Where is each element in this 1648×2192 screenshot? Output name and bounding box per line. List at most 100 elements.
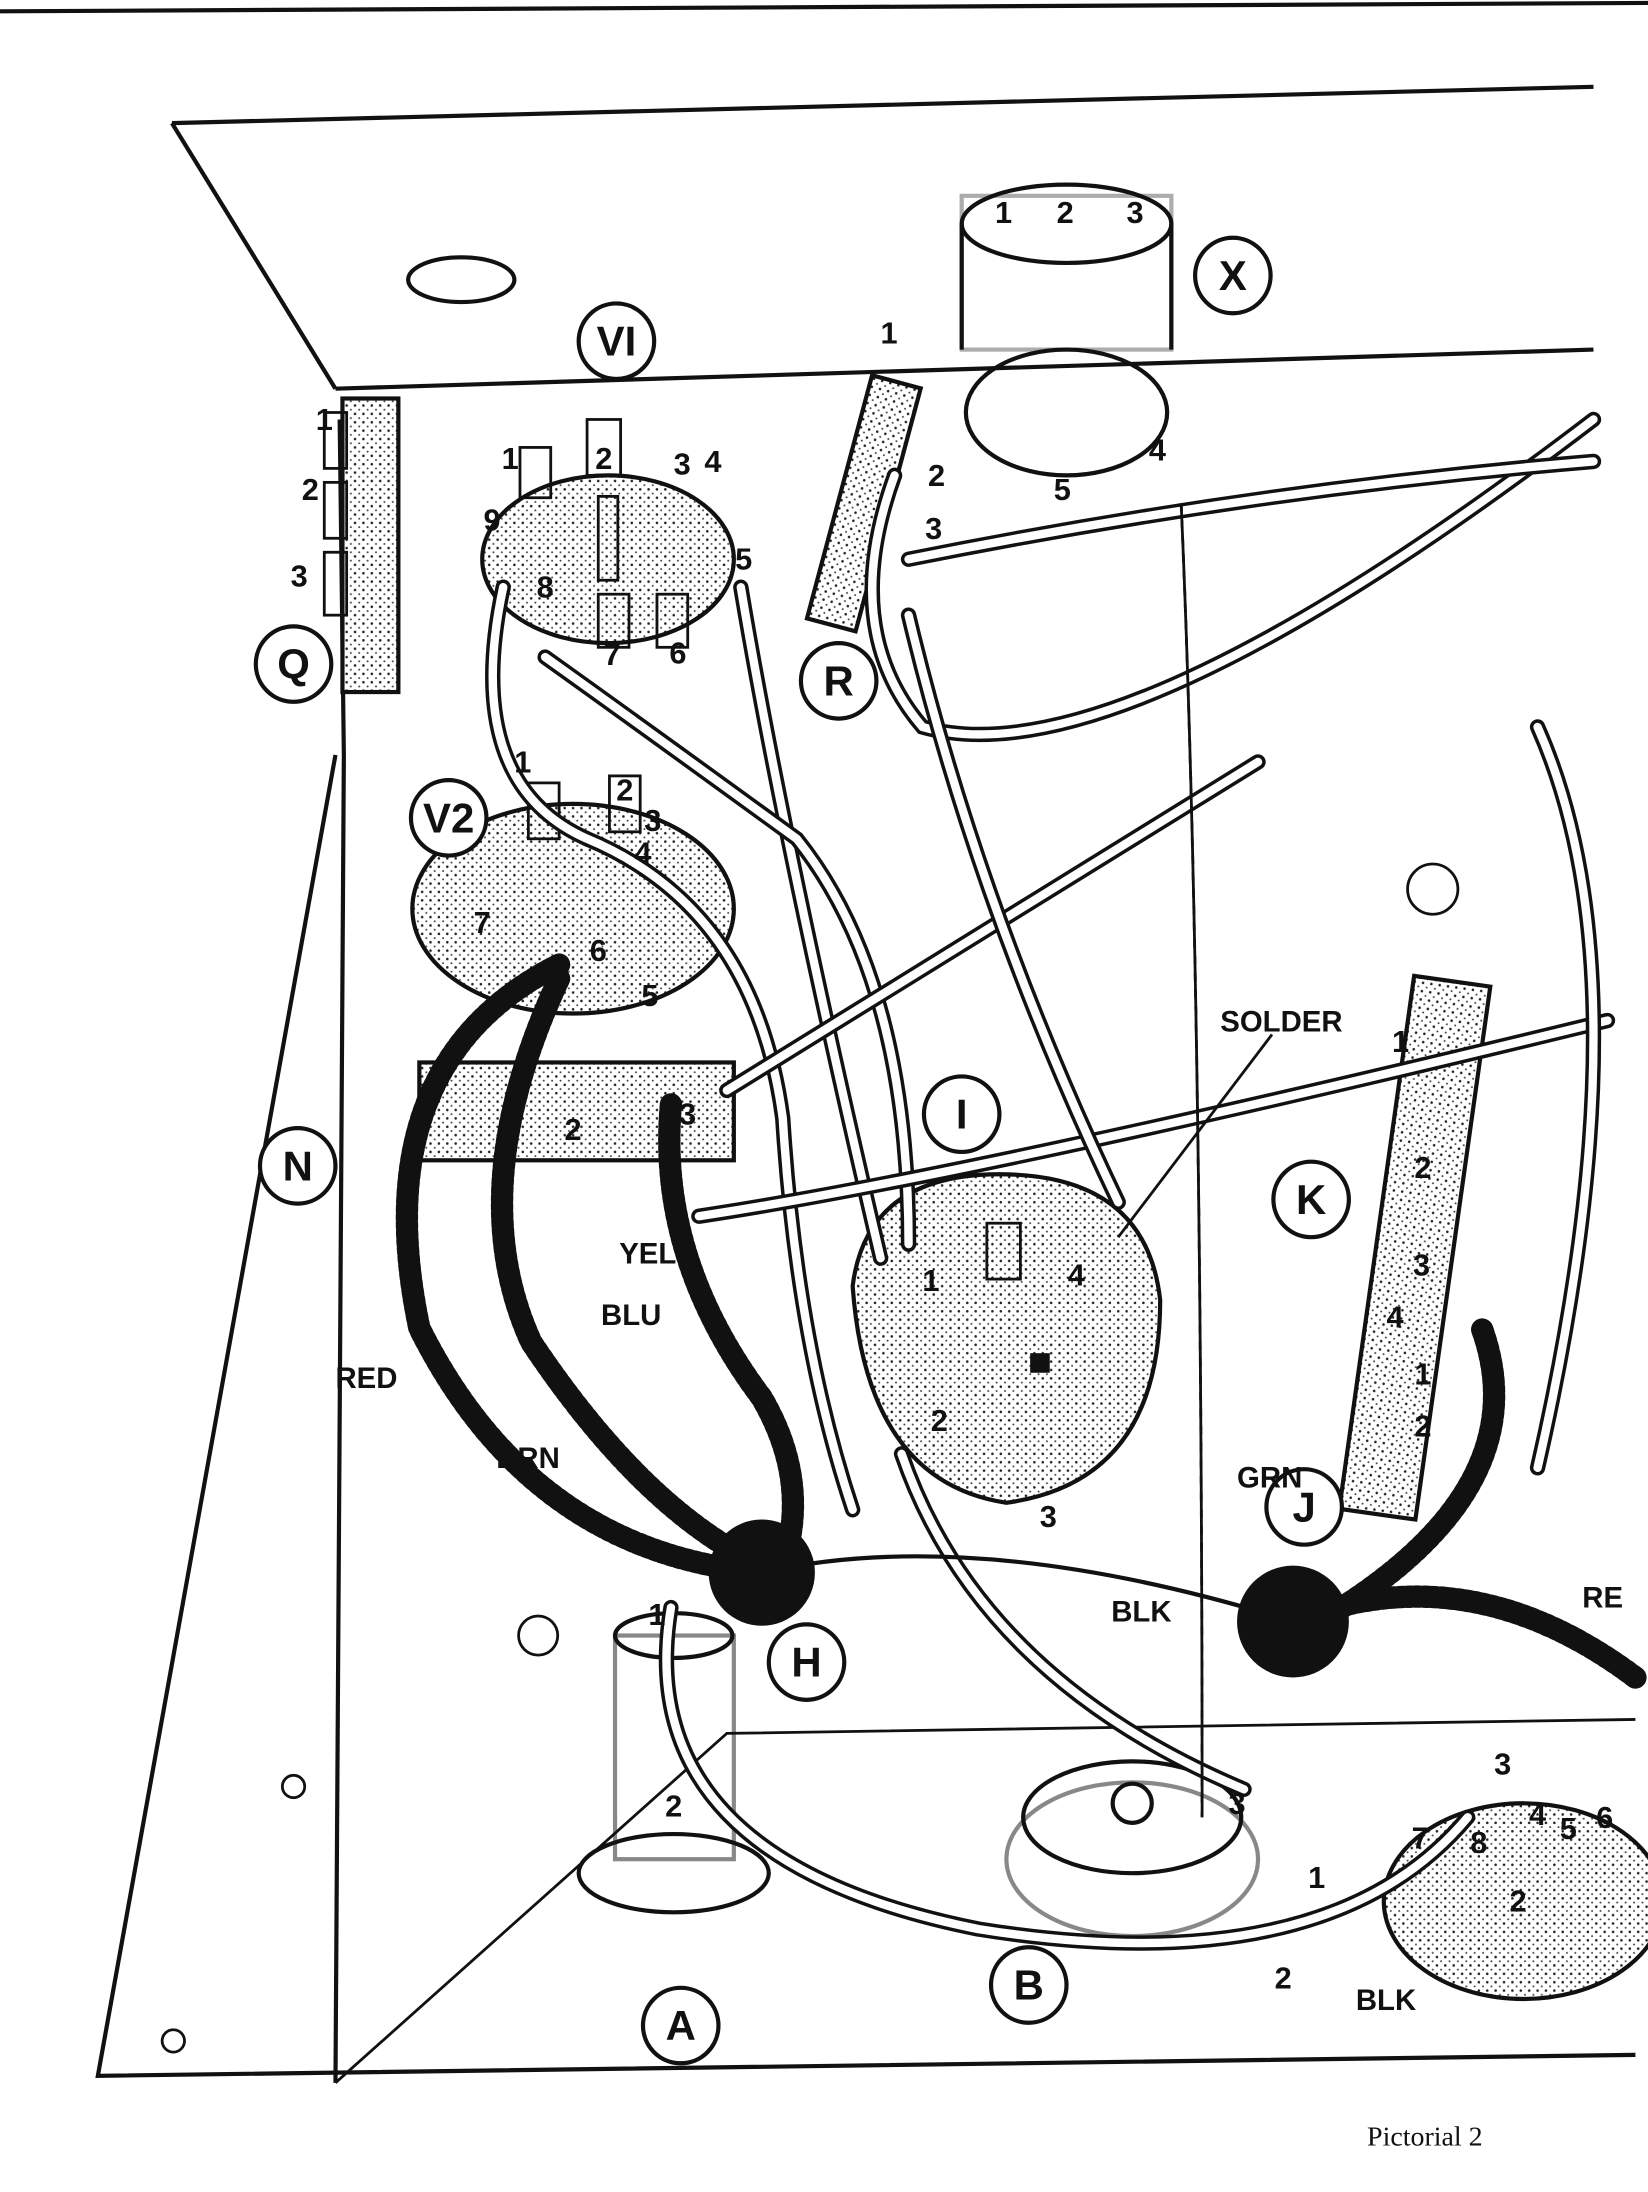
pin-number: 2 <box>1509 1884 1526 1919</box>
component-label-text: J <box>1292 1483 1315 1530</box>
pin-number: 2 <box>665 1789 682 1824</box>
component-label-text: Q <box>277 641 310 688</box>
pin-number: 8 <box>1470 1825 1487 1860</box>
solder-leader <box>1117 1033 1274 1239</box>
component-label-text: H <box>791 1639 821 1686</box>
control-b <box>1004 1759 1261 1939</box>
pin-number: 2 <box>595 441 612 476</box>
page-top-rule <box>0 0 1648 14</box>
wire-color-label: RE <box>1582 1582 1623 1615</box>
pin-number: 5 <box>1560 1811 1577 1846</box>
component-label-j: J <box>1264 1467 1344 1547</box>
pin-number: 1 <box>880 315 897 350</box>
pin-number: 5 <box>641 978 658 1013</box>
label-circle <box>988 1945 1069 2025</box>
label-circle <box>798 641 879 721</box>
wire-color-label: BLK <box>1356 1984 1416 2017</box>
wire-color-label: BRN <box>496 1442 560 1475</box>
label-circle <box>408 778 489 858</box>
pin-number: 3 <box>644 803 661 838</box>
component-label-text: B <box>1014 1961 1044 2008</box>
component-label-h: H <box>766 1622 847 1702</box>
pin-number: 1 <box>450 1027 467 1062</box>
pin-number: 3 <box>1126 195 1143 230</box>
label-circle <box>1193 235 1273 316</box>
pin-number: 2 <box>931 1403 948 1438</box>
label-circle <box>640 1985 721 2066</box>
pin-number: 1 <box>502 441 519 476</box>
component-label-vi: VI <box>576 301 657 382</box>
pin-number: 4 <box>1529 1797 1546 1832</box>
pin-number: 2 <box>1057 195 1074 230</box>
pin-number: 1 <box>316 402 333 437</box>
component-label-text: I <box>956 1091 968 1138</box>
pin-number: 6 <box>669 635 686 670</box>
component-label-b: B <box>988 1945 1069 2025</box>
pin-number: 3 <box>1228 1786 1245 1821</box>
wire-color-label: BLU <box>601 1299 661 1332</box>
pin-number: 1 <box>1392 1024 1409 1059</box>
pin-number: 2 <box>1275 1961 1292 1996</box>
pin-number: 7 <box>604 637 621 672</box>
pin-number: 9 <box>483 503 500 538</box>
component-label-v2: V2 <box>408 778 489 858</box>
pin-number: 3 <box>925 511 942 546</box>
pin-number: 3 <box>679 1097 696 1132</box>
pin-number: 5 <box>1054 472 1071 507</box>
pin-number: 2 <box>302 472 319 507</box>
component-labels: X VI Q R V2N I K J H A B <box>253 235 1351 2066</box>
wires <box>395 411 1647 1951</box>
component-label-a: A <box>640 1985 721 2066</box>
component-label-x: X <box>1193 235 1273 316</box>
page-caption: Pictorial 2 <box>1367 2122 1483 2153</box>
pin-number: 4 <box>1386 1299 1403 1334</box>
pin-number: 1 <box>648 1597 665 1632</box>
socket-i <box>850 1172 1163 1505</box>
label-circle <box>766 1622 847 1702</box>
terminal-strip-k <box>1336 973 1493 1522</box>
wire-color-label: BLK <box>1111 1596 1171 1629</box>
component-label-text: N <box>283 1142 313 1189</box>
tube-socket-v2 <box>410 774 736 1016</box>
component-label-text: V2 <box>423 794 474 841</box>
pin-number: 6 <box>1596 1800 1613 1835</box>
pin-number: 7 <box>474 905 491 940</box>
pin-number: 1 <box>1414 1357 1431 1392</box>
pin-number: 3 <box>291 559 308 594</box>
tube-socket-v1 <box>480 418 736 649</box>
pin-number: 3 <box>1413 1248 1430 1283</box>
component-label-n: N <box>257 1126 338 1206</box>
pin-number: 1 <box>1308 1860 1325 1895</box>
component-label-text: A <box>666 2002 696 2049</box>
pin-number: 5 <box>735 542 752 577</box>
component-label-q: Q <box>253 624 334 704</box>
label-circle <box>576 301 657 382</box>
pin-number: 4 <box>704 444 721 479</box>
component-label-text: X <box>1219 252 1247 299</box>
pin-number: 8 <box>537 570 554 605</box>
pin-number: 3 <box>674 447 691 482</box>
component-label-i: I <box>921 1074 1002 1155</box>
pin-number: 2 <box>616 772 633 807</box>
label-circle <box>257 1126 338 1206</box>
pin-number: 3 <box>1494 1747 1511 1782</box>
component-label-text: VI <box>597 318 637 365</box>
label-circle <box>921 1074 1002 1155</box>
component-label-text: K <box>1296 1176 1326 1223</box>
pin-number: 2 <box>928 458 945 493</box>
component-label-text: R <box>824 657 854 704</box>
pin-number: 2 <box>1414 1150 1431 1185</box>
pin-number: 4 <box>634 835 651 870</box>
wire-color-label: SOLDER <box>1220 1006 1342 1039</box>
pin-number: 7 <box>1412 1821 1429 1856</box>
wire-color-label: GRN <box>1237 1461 1302 1494</box>
label-circle <box>1264 1467 1344 1547</box>
pin-number: 1 <box>514 744 531 779</box>
pin-number: 2 <box>565 1112 582 1147</box>
wire-color-label: RED <box>335 1362 397 1395</box>
component-label-r: R <box>798 641 879 721</box>
component-label-k: K <box>1271 1159 1351 1240</box>
pin-number: 4 <box>1068 1257 1085 1292</box>
pin-number: 1 <box>995 195 1012 230</box>
